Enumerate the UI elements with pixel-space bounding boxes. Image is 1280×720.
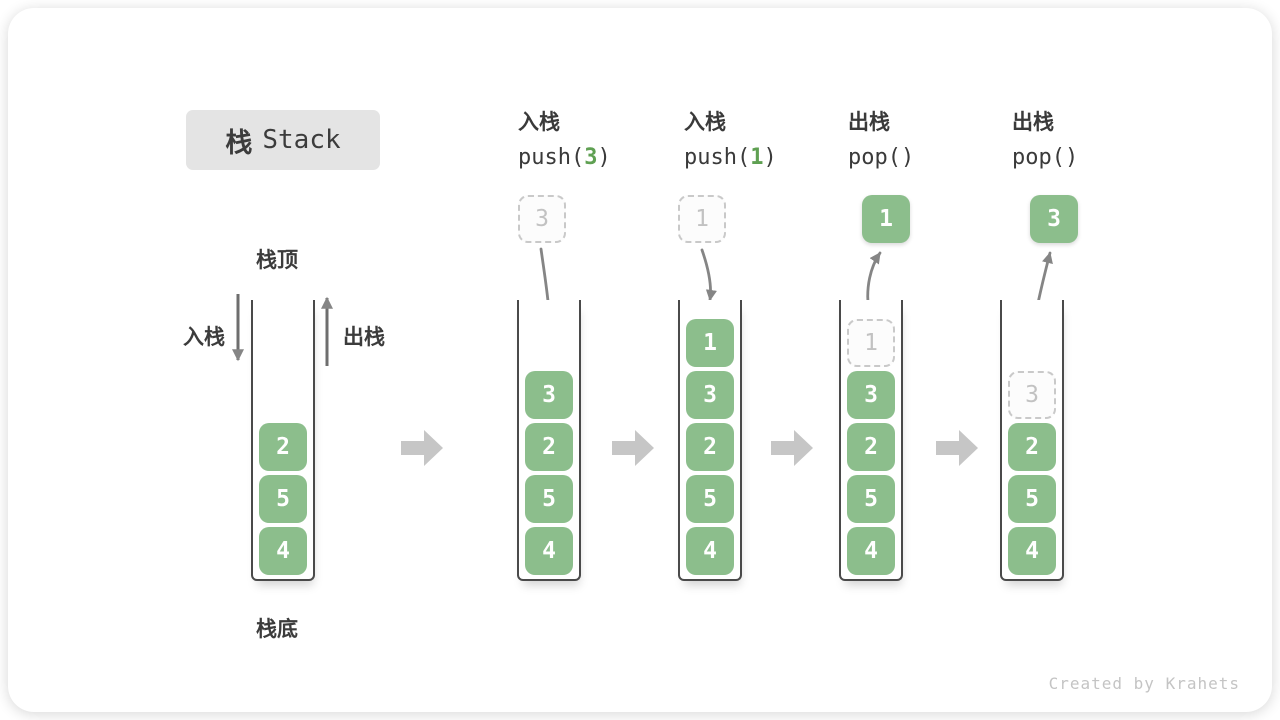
call-arg: 3 <box>584 145 598 170</box>
call-post: ) <box>597 145 611 170</box>
stack-cell: 4 <box>686 527 734 575</box>
incoming-value-box: 3 <box>518 195 566 243</box>
label-pop-out: 出栈 <box>343 325 385 349</box>
call-post: ) <box>763 145 777 170</box>
step-header-pop3: 出栈 pop() <box>1012 104 1172 176</box>
op-label: 出栈 <box>848 110 890 134</box>
stack-cell: 2 <box>686 423 734 471</box>
op-label: 出栈 <box>1012 110 1054 134</box>
popped-value-box: 1 <box>862 195 910 243</box>
call-arg: 1 <box>750 145 764 170</box>
call-pre: push( <box>518 145 585 170</box>
stack-cell: 4 <box>525 527 573 575</box>
popped-value-box: 3 <box>1030 195 1078 243</box>
watermark: Created by Krahets <box>1048 674 1240 693</box>
title-zh: 栈 <box>225 127 253 159</box>
incoming-value-box: 1 <box>678 195 726 243</box>
stack-cell: 5 <box>847 475 895 523</box>
title-en: Stack <box>262 125 341 155</box>
stack-cell: 5 <box>1008 475 1056 523</box>
stack-cell: 3 <box>525 371 573 419</box>
label-stack-bottom: 栈底 <box>256 617 298 641</box>
stack-cell: 2 <box>259 423 307 471</box>
ghost-cell: 1 <box>847 319 895 367</box>
call-post: ) <box>900 145 915 170</box>
call-post: ) <box>1064 145 1079 170</box>
step-header-pop1: 出栈 pop() <box>848 104 1008 176</box>
label-stack-top: 栈顶 <box>256 248 298 272</box>
stack-cell: 5 <box>259 475 307 523</box>
stack-cell: 5 <box>686 475 734 523</box>
stack-cell: 4 <box>259 527 307 575</box>
op-label: 入栈 <box>518 110 560 134</box>
step-header-push3: 入栈 push(3) <box>518 104 678 176</box>
stack-cell: 2 <box>525 423 573 471</box>
stack-cell: 2 <box>847 423 895 471</box>
call-pre: pop( <box>848 145 901 170</box>
stack-cell: 3 <box>686 371 734 419</box>
call-pre: push( <box>684 145 751 170</box>
stack-cell: 4 <box>1008 527 1056 575</box>
stack-cell: 2 <box>1008 423 1056 471</box>
label-push-in: 入栈 <box>183 325 225 349</box>
title-box: 栈 Stack <box>186 110 380 170</box>
stack-cell: 5 <box>525 475 573 523</box>
stack-cell: 3 <box>847 371 895 419</box>
call-pre: pop( <box>1012 145 1065 170</box>
step-header-push1: 入栈 push(1) <box>684 104 844 176</box>
stack-cell: 4 <box>847 527 895 575</box>
ghost-cell: 3 <box>1008 371 1056 419</box>
stack-cell: 1 <box>686 319 734 367</box>
op-label: 入栈 <box>684 110 726 134</box>
